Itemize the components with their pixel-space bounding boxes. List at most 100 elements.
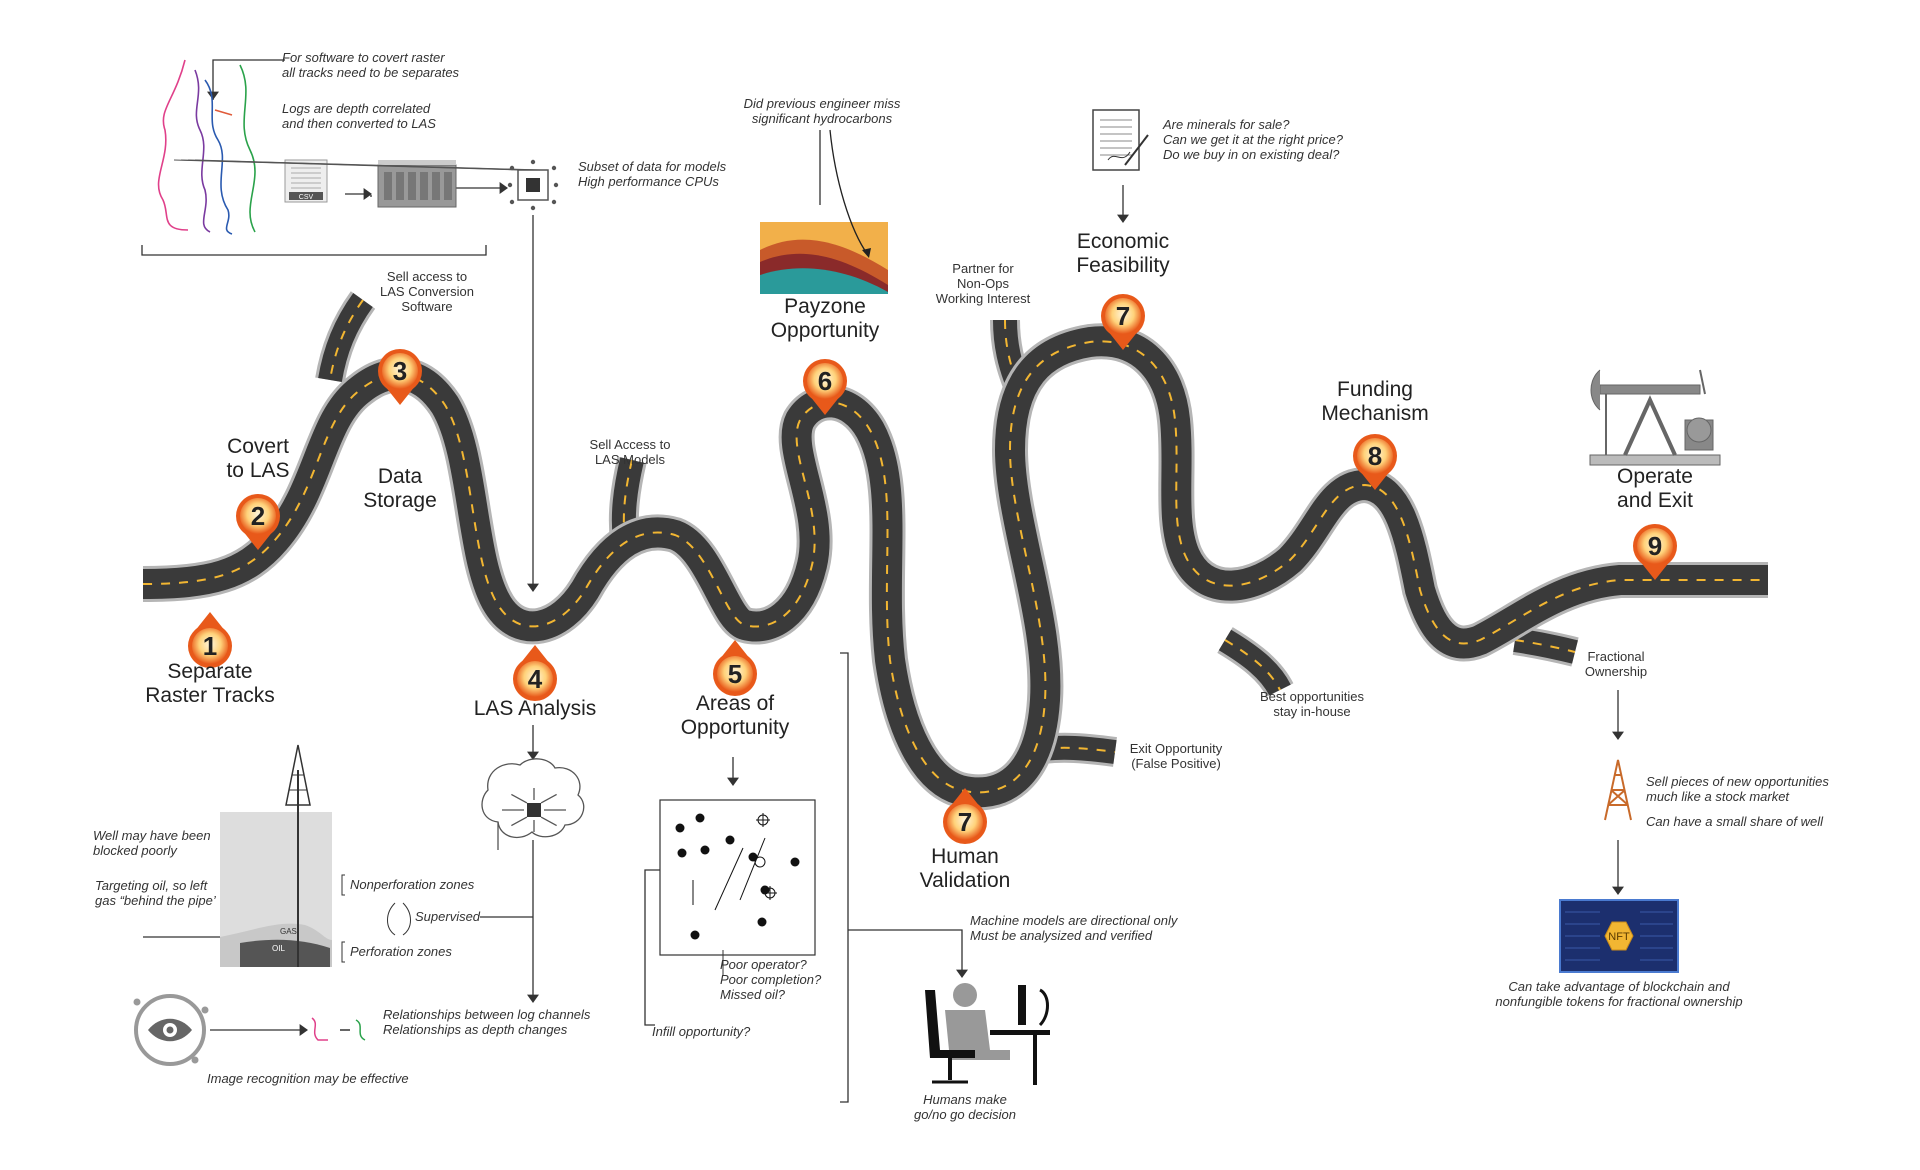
human-worker-icon — [925, 983, 1050, 1085]
main-road — [142, 323, 1768, 811]
note-depth-correlated-line: and then converted to LAS — [282, 115, 436, 131]
note-blockchain-line: Can take advantage of blockchain and — [1508, 979, 1730, 994]
note-minerals-line: Can we get it at the right price? — [1163, 131, 1343, 147]
note-relationships-line: Relationships as depth changes — [383, 1021, 568, 1037]
note-targeting-line: gas “behind the pipe’ — [95, 892, 216, 908]
note-minerals-line: Are minerals for sale? — [1163, 117, 1290, 132]
step-title-9-line: Funding — [1337, 378, 1413, 401]
branch-fractional — [1513, 628, 1578, 664]
scatter-point — [757, 917, 767, 927]
nft-label: NFT — [1608, 931, 1630, 943]
note-small-share: Can have a small share of well — [1646, 814, 1824, 829]
note-relationships-line: Relationships between log channels — [383, 1007, 591, 1022]
branch-label-las-software-line: LAS Conversion — [380, 283, 474, 299]
step-title-7-line: Human — [931, 845, 999, 868]
branch-label-non-ops-line: Non-Ops — [956, 275, 1010, 291]
connector-line — [141, 245, 487, 256]
contract-document-icon — [1092, 109, 1149, 171]
note-image-recognition: Image recognition may be effective — [207, 1071, 409, 1086]
branch-label-in-house-line: stay in-house — [1273, 703, 1351, 719]
note-software-raster-line: For software to covert raster — [282, 50, 445, 65]
branch-label-las-models-line: Sell Access to — [589, 437, 671, 452]
step-title-8-line: Feasibility — [1076, 254, 1170, 278]
scatter-point — [700, 845, 710, 855]
step-number: 6 — [818, 366, 832, 396]
note-humans-line: go/no go decision — [914, 1106, 1016, 1122]
step-title-6-line: Opportunity — [770, 319, 880, 343]
step-title-10-line: and Exit — [1617, 489, 1693, 513]
step-title-7-line: Validation — [919, 869, 1011, 893]
branch-label-non-ops-line: Working Interest — [935, 290, 1031, 306]
arrow-head — [527, 583, 539, 592]
step-title-1-line: Separate — [167, 660, 253, 683]
note-sell-pieces-line: Sell pieces of new opportunities — [1646, 774, 1829, 789]
pumpjack-icon — [1589, 369, 1721, 466]
connector-line — [212, 59, 285, 100]
step-number: 1 — [203, 631, 217, 661]
step-pin-7: 7 — [943, 788, 987, 844]
step-title-9-line: Mechanism — [1321, 402, 1429, 426]
eye-recognition-icon — [133, 994, 366, 1066]
scatter-point — [677, 848, 687, 858]
note-minerals-line: Do we buy in on existing deal? — [1163, 146, 1340, 162]
note-minerals: Are minerals for sale?Can we get it at t… — [1163, 117, 1343, 163]
note-infill: Infill opportunity? — [652, 1024, 751, 1039]
step-number: 4 — [528, 664, 543, 694]
connector-line — [848, 929, 963, 975]
note-software-raster-line: all tracks need to be separates — [282, 64, 460, 80]
arrow-head — [299, 1024, 308, 1036]
note-directional-line: Machine models are directional only — [970, 913, 1178, 928]
branch-in-house — [1218, 629, 1291, 696]
arrow-head — [499, 182, 508, 194]
note-poor: Poor operator?Poor completion?Missed oil… — [720, 957, 822, 1003]
small-log-icon — [311, 1017, 366, 1041]
step-title-2-line: Covert — [227, 435, 289, 458]
note-targeting-line: Targeting oil, so left — [95, 878, 208, 893]
scatter-point — [725, 835, 735, 845]
step-pin-9: 8 — [1353, 434, 1397, 490]
step-pin-2: 2 — [236, 494, 280, 550]
arrow-head — [363, 188, 372, 200]
road-surface — [142, 326, 1768, 808]
data-storage-icons: CSV — [173, 159, 559, 211]
oil-label: OIL — [272, 944, 285, 953]
note-subset-line: High performance CPUs — [578, 173, 719, 189]
nft-chip-icon: NFT — [1559, 899, 1679, 973]
arrow-head — [956, 969, 968, 978]
opportunity-scatter-plot — [659, 799, 816, 975]
note-subset-line: Subset of data for models — [578, 159, 727, 174]
note-perf: Perforation zones — [350, 944, 452, 959]
branch-label-las-software-line: Sell access to — [386, 269, 468, 284]
arrow-head — [207, 91, 219, 100]
payzone-geology-image — [760, 129, 888, 294]
scatter-point — [675, 823, 685, 833]
branch-label-in-house-line: Best opportunities — [1259, 689, 1365, 704]
target-marker — [763, 886, 777, 900]
step-title-10-line: Operate — [1617, 465, 1693, 488]
step-pin-4: 4 — [513, 645, 557, 701]
note-poor-line: Poor completion? — [720, 971, 822, 987]
note-payzone-question-line: Did previous engineer miss — [743, 96, 901, 111]
ai-brain-icon — [481, 758, 585, 850]
branch-label-non-ops-line: Partner for — [952, 261, 1014, 276]
step-title-1-line: Raster Tracks — [145, 684, 275, 708]
